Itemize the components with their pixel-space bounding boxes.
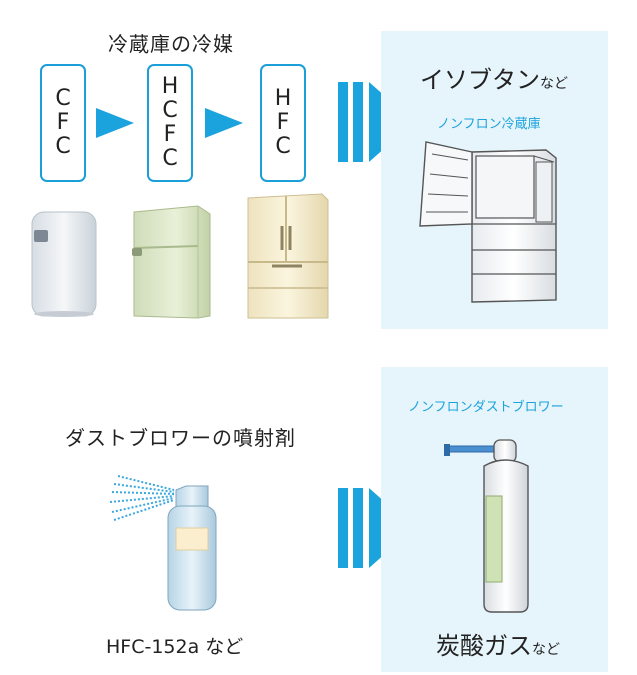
- arrow-right-icon: [205, 108, 243, 138]
- refrigerant-char: F: [276, 110, 290, 135]
- refrigerant-box-hfc: H F C: [260, 64, 306, 182]
- carbon-dioxide-text: 炭酸ガス: [436, 632, 532, 660]
- refrigerant-char: C: [275, 134, 291, 159]
- refrigerant-char: C: [55, 134, 71, 159]
- isobutane-suffix: など: [540, 76, 568, 92]
- carbon-dioxide-suffix: など: [532, 642, 560, 658]
- refrigerant-char: H: [274, 86, 292, 111]
- old-refrigerant-fridge-icon: [247, 193, 329, 319]
- refrigerant-char: C: [55, 86, 71, 111]
- arrow-right-icon: [96, 108, 134, 138]
- nonfluorocarbon-duster-caption: ノンフロンダストブロワー: [408, 400, 564, 415]
- hfc-152a-label: HFC-152a など: [106, 636, 244, 658]
- refrigerant-char: F: [163, 122, 177, 147]
- isobutane-label: イソブタンなど: [420, 60, 568, 95]
- refrigerant-char: H: [161, 74, 179, 99]
- isobutane-text: イソブタン: [420, 66, 540, 94]
- nonfluorocarbon-fridge-caption: ノンフロン冷蔵庫: [437, 117, 541, 132]
- carbon-dioxide-label: 炭酸ガスなど: [436, 626, 560, 661]
- refrigerant-char: C: [162, 146, 178, 171]
- modern-fridge-icon: [419, 141, 557, 303]
- refrigerant-box-hcfc: H C F C: [147, 64, 193, 182]
- refrigerant-char: F: [56, 110, 70, 135]
- old-refrigerant-fridge-icon: [31, 211, 97, 317]
- refrigerant-char: C: [162, 98, 178, 123]
- spray-propellant-heading: ダストブロワーの噴射剤: [65, 426, 296, 450]
- old-refrigerant-fridge-icon: [132, 205, 211, 319]
- spray-can-icon: [109, 475, 217, 611]
- duster-can-icon: [444, 439, 529, 613]
- refrigerant-heading: 冷蔵庫の冷媒: [108, 32, 234, 56]
- refrigerant-box-cfc: C F C: [40, 64, 86, 182]
